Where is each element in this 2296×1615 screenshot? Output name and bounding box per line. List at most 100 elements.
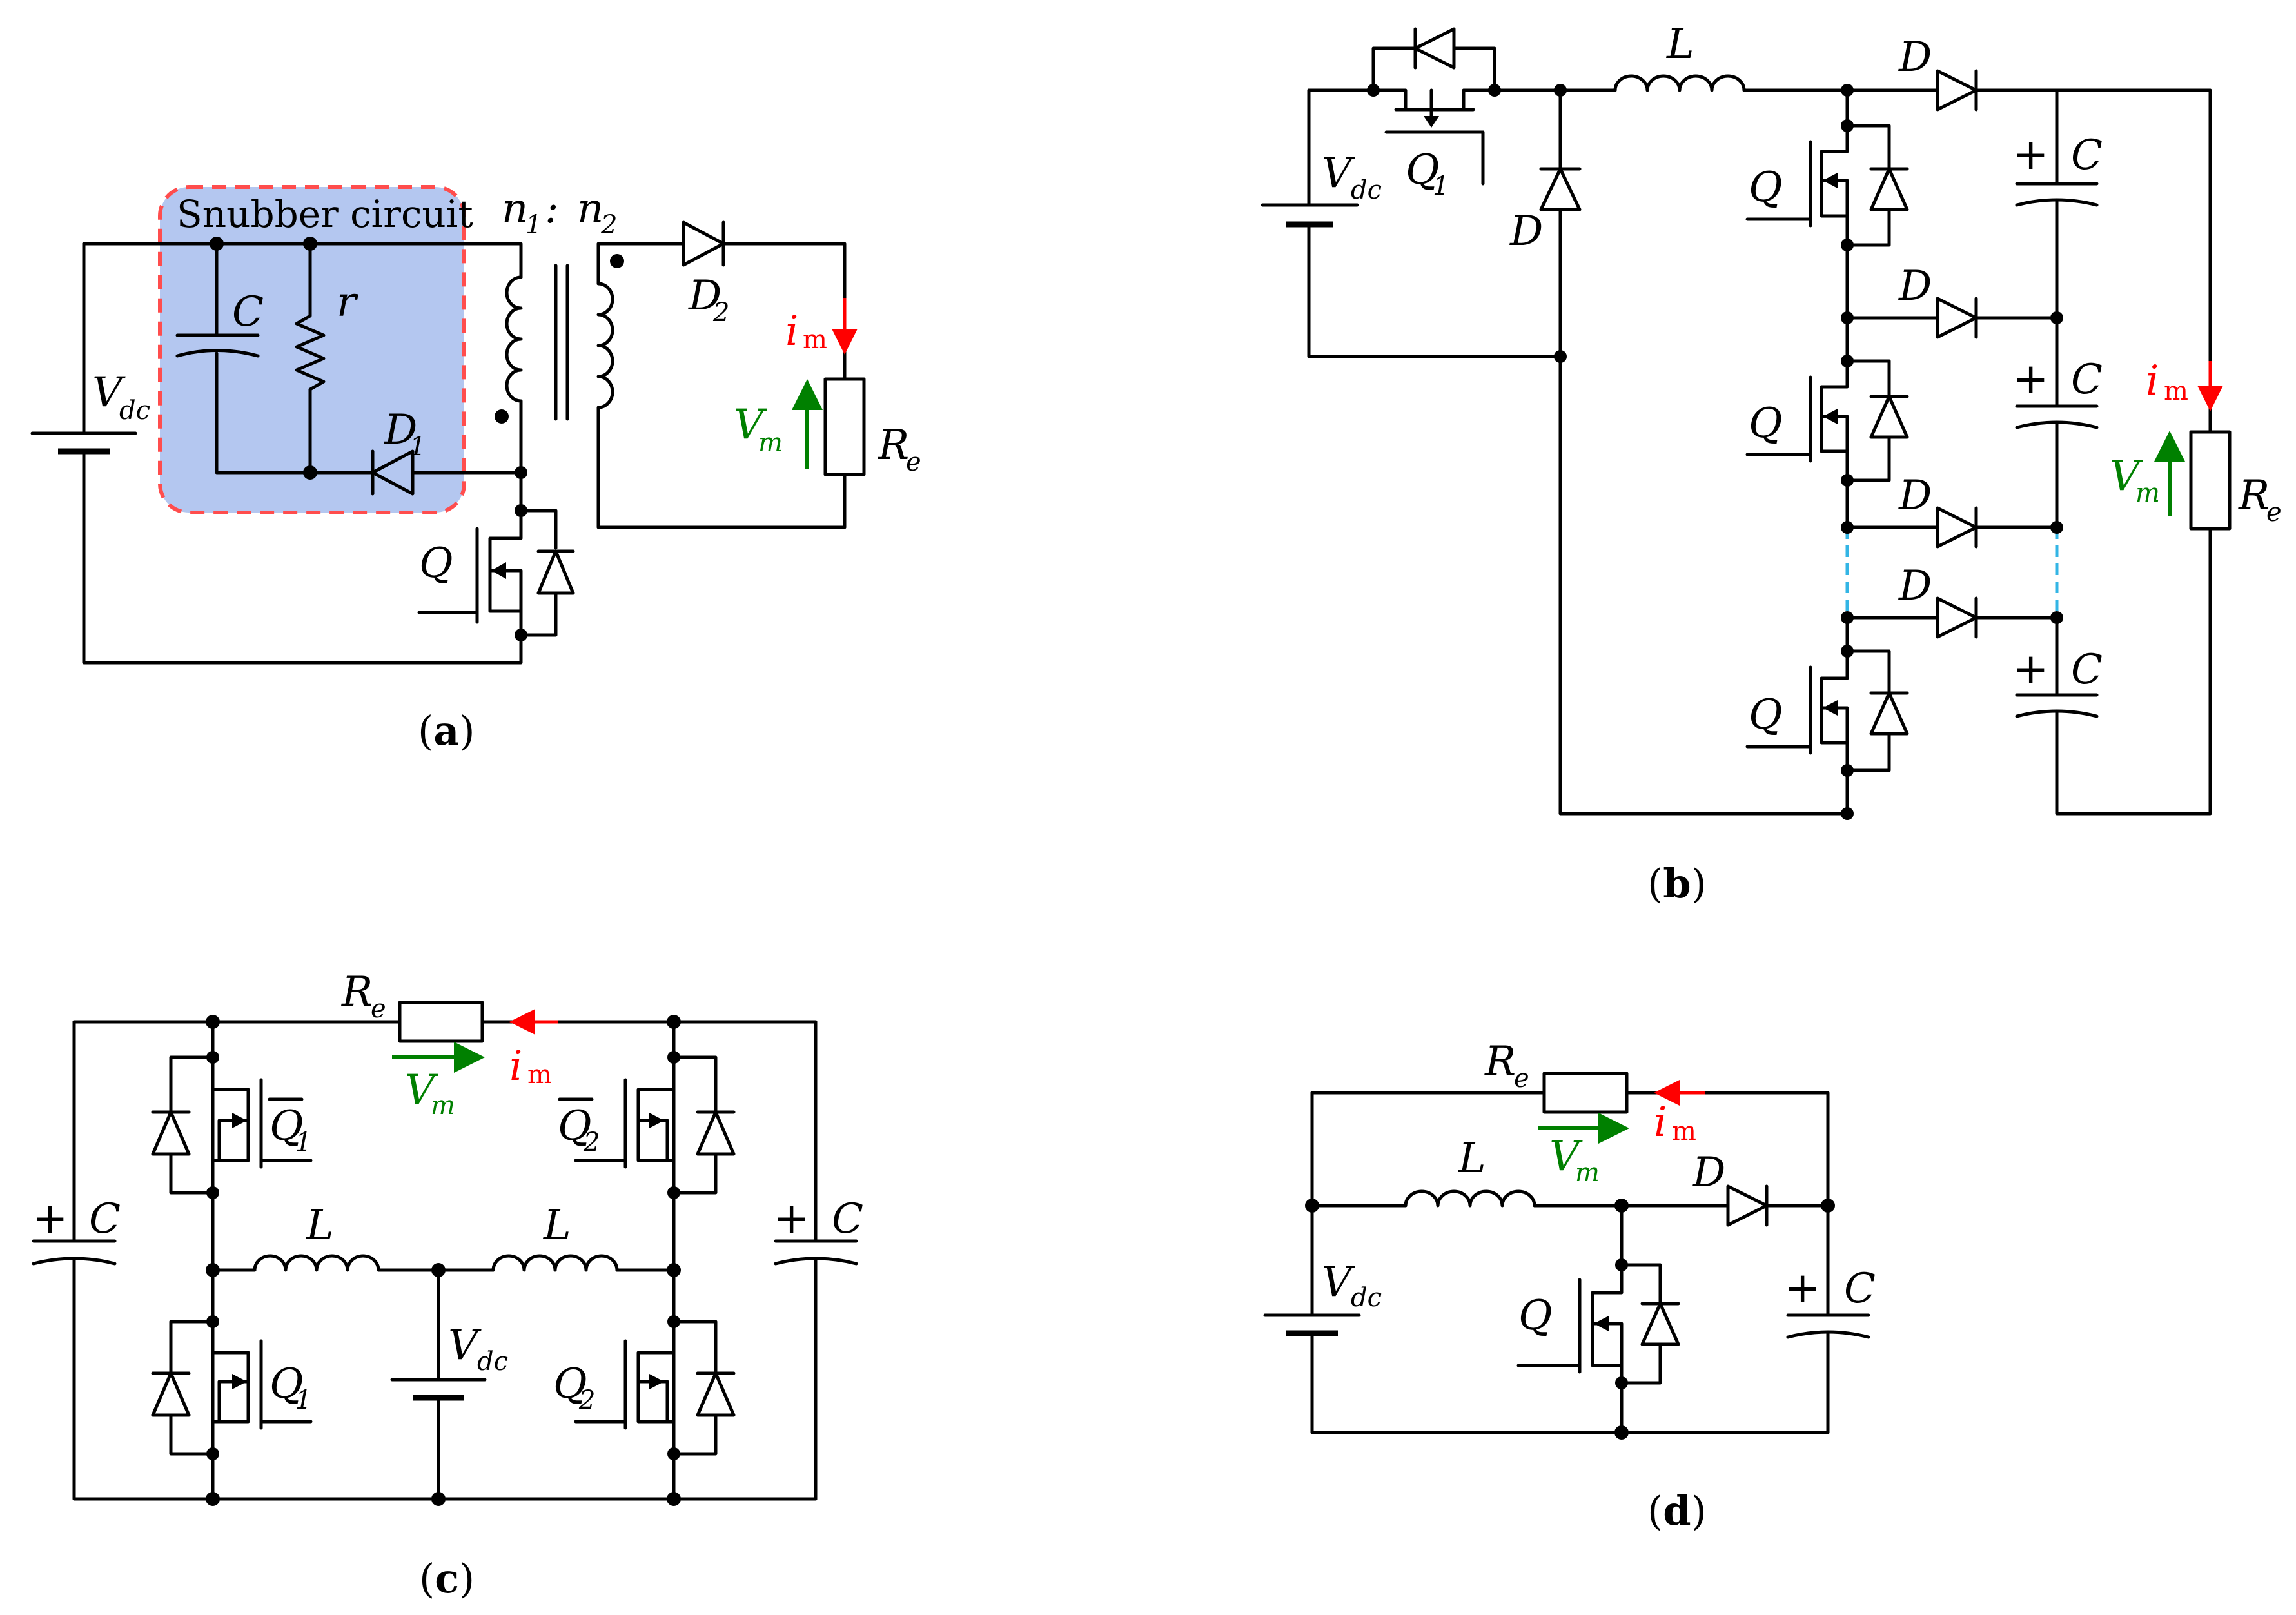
svg-text:D: D bbox=[1898, 472, 1932, 520]
svg-text:V: V bbox=[1322, 150, 1355, 197]
b-mosfet-2 bbox=[1745, 355, 1909, 487]
svg-text:D: D bbox=[688, 272, 721, 320]
svg-text:n: n bbox=[502, 185, 528, 233]
snubber-label: Snubber circuit bbox=[177, 192, 473, 236]
svg-text:e: e bbox=[906, 447, 921, 477]
svg-text:+: + bbox=[1785, 1263, 1820, 1313]
svg-text:R: R bbox=[2238, 472, 2270, 520]
b-mosfet-3 bbox=[1745, 645, 1909, 777]
svg-text:Q: Q bbox=[558, 1102, 591, 1150]
svg-text:(d): (d) bbox=[1647, 1487, 1707, 1534]
svg-text:e: e bbox=[371, 994, 386, 1024]
svg-text:L: L bbox=[1666, 21, 1694, 68]
svg-text:dc: dc bbox=[1351, 175, 1382, 205]
svg-text:+: + bbox=[2013, 130, 2048, 179]
svg-text:V: V bbox=[734, 401, 767, 449]
svg-text:C: C bbox=[232, 288, 264, 336]
c-l-left bbox=[253, 1254, 380, 1272]
svg-text:m: m bbox=[803, 325, 827, 355]
svg-text:V: V bbox=[2110, 453, 2143, 500]
svg-text:dc: dc bbox=[477, 1347, 508, 1376]
c-l-right bbox=[491, 1254, 619, 1272]
svg-text:C: C bbox=[89, 1195, 121, 1243]
svg-text:C: C bbox=[1844, 1265, 1876, 1313]
svg-text:1: 1 bbox=[525, 210, 542, 240]
svg-text:Q: Q bbox=[270, 1102, 303, 1150]
svg-text:R: R bbox=[878, 422, 909, 469]
svg-text:m: m bbox=[758, 428, 783, 458]
svg-text:C: C bbox=[832, 1195, 863, 1243]
svg-text:e: e bbox=[1514, 1064, 1529, 1093]
q-mosfet bbox=[417, 466, 575, 641]
d-re-resistor bbox=[1542, 1072, 1629, 1114]
svg-text:Q: Q bbox=[1749, 164, 1782, 211]
svg-text:D: D bbox=[384, 406, 417, 454]
svg-text:D: D bbox=[1898, 34, 1932, 81]
svg-text:(a): (a) bbox=[418, 707, 475, 754]
svg-text:Q: Q bbox=[1518, 1292, 1552, 1340]
svg-text:1: 1 bbox=[409, 432, 426, 462]
panel-c: R e i m V m + C + C bbox=[32, 968, 863, 1602]
svg-text:+: + bbox=[774, 1193, 809, 1243]
svg-text:Q: Q bbox=[553, 1360, 587, 1408]
svg-text:D: D bbox=[1509, 208, 1543, 255]
svg-text:V: V bbox=[405, 1066, 438, 1114]
svg-text:m: m bbox=[2135, 478, 2160, 508]
svg-text:R: R bbox=[1484, 1038, 1516, 1086]
d2-diode bbox=[682, 220, 725, 267]
svg-text:+: + bbox=[2013, 354, 2048, 404]
svg-text:L: L bbox=[1458, 1135, 1486, 1182]
svg-text:Q: Q bbox=[1749, 400, 1782, 447]
panel-d: R e i m V m L D V dc + C bbox=[1263, 1038, 1876, 1534]
b-re-resistor bbox=[2189, 430, 2232, 531]
svg-text:2: 2 bbox=[712, 298, 729, 328]
svg-text:1: 1 bbox=[1433, 171, 1449, 201]
svg-text:V: V bbox=[92, 369, 126, 416]
q1-switch bbox=[1367, 27, 1501, 186]
svg-text:m: m bbox=[1575, 1158, 1600, 1188]
svg-text:i: i bbox=[785, 308, 798, 355]
svg-text:dc: dc bbox=[1351, 1283, 1382, 1313]
svg-text:Q: Q bbox=[270, 1360, 303, 1408]
svg-text:(b): (b) bbox=[1647, 860, 1707, 907]
re-resistor bbox=[823, 377, 866, 476]
svg-text:Q: Q bbox=[419, 540, 453, 587]
c-switch-q1bar bbox=[151, 1051, 313, 1199]
svg-text:1: 1 bbox=[295, 1385, 311, 1415]
d-mosfet bbox=[1516, 1204, 1680, 1440]
svg-text:dc: dc bbox=[119, 396, 150, 426]
svg-text:i: i bbox=[509, 1042, 522, 1090]
svg-text:m: m bbox=[527, 1060, 552, 1090]
svg-text:+: + bbox=[2013, 644, 2048, 694]
svg-text:m: m bbox=[1672, 1117, 1696, 1146]
svg-text:C: C bbox=[2071, 356, 2103, 404]
svg-text:2: 2 bbox=[578, 1385, 595, 1415]
c-switch-q2bar bbox=[574, 1051, 736, 1199]
b-mosfet-1 bbox=[1745, 119, 1909, 251]
svg-text:L: L bbox=[306, 1202, 334, 1249]
svg-text:C: C bbox=[2071, 132, 2103, 179]
svg-text:n: n bbox=[577, 185, 603, 233]
svg-text:D: D bbox=[1898, 262, 1932, 310]
svg-text::: : bbox=[545, 185, 559, 233]
svg-text:1: 1 bbox=[295, 1128, 311, 1157]
svg-text:m: m bbox=[2164, 377, 2188, 406]
l-inductor bbox=[1613, 74, 1746, 92]
c-switch-q2 bbox=[574, 1315, 736, 1460]
svg-text:m: m bbox=[431, 1091, 455, 1121]
svg-text:V: V bbox=[1322, 1258, 1355, 1306]
svg-text:L: L bbox=[543, 1202, 571, 1249]
svg-text:r: r bbox=[337, 279, 358, 326]
svg-text:e: e bbox=[2266, 498, 2282, 527]
svg-text:(c): (c) bbox=[419, 1555, 475, 1602]
svg-text:D: D bbox=[1692, 1149, 1725, 1197]
d-l-inductor bbox=[1404, 1189, 1536, 1208]
svg-text:R: R bbox=[341, 968, 373, 1016]
svg-text:2: 2 bbox=[600, 210, 617, 240]
svg-text:V: V bbox=[448, 1322, 482, 1369]
c-switch-q1 bbox=[151, 1315, 313, 1460]
svg-text:i: i bbox=[1654, 1099, 1667, 1146]
svg-text:Q: Q bbox=[1749, 691, 1782, 739]
panel-a: Snubber circuit V dc C r D 1 bbox=[30, 185, 921, 754]
